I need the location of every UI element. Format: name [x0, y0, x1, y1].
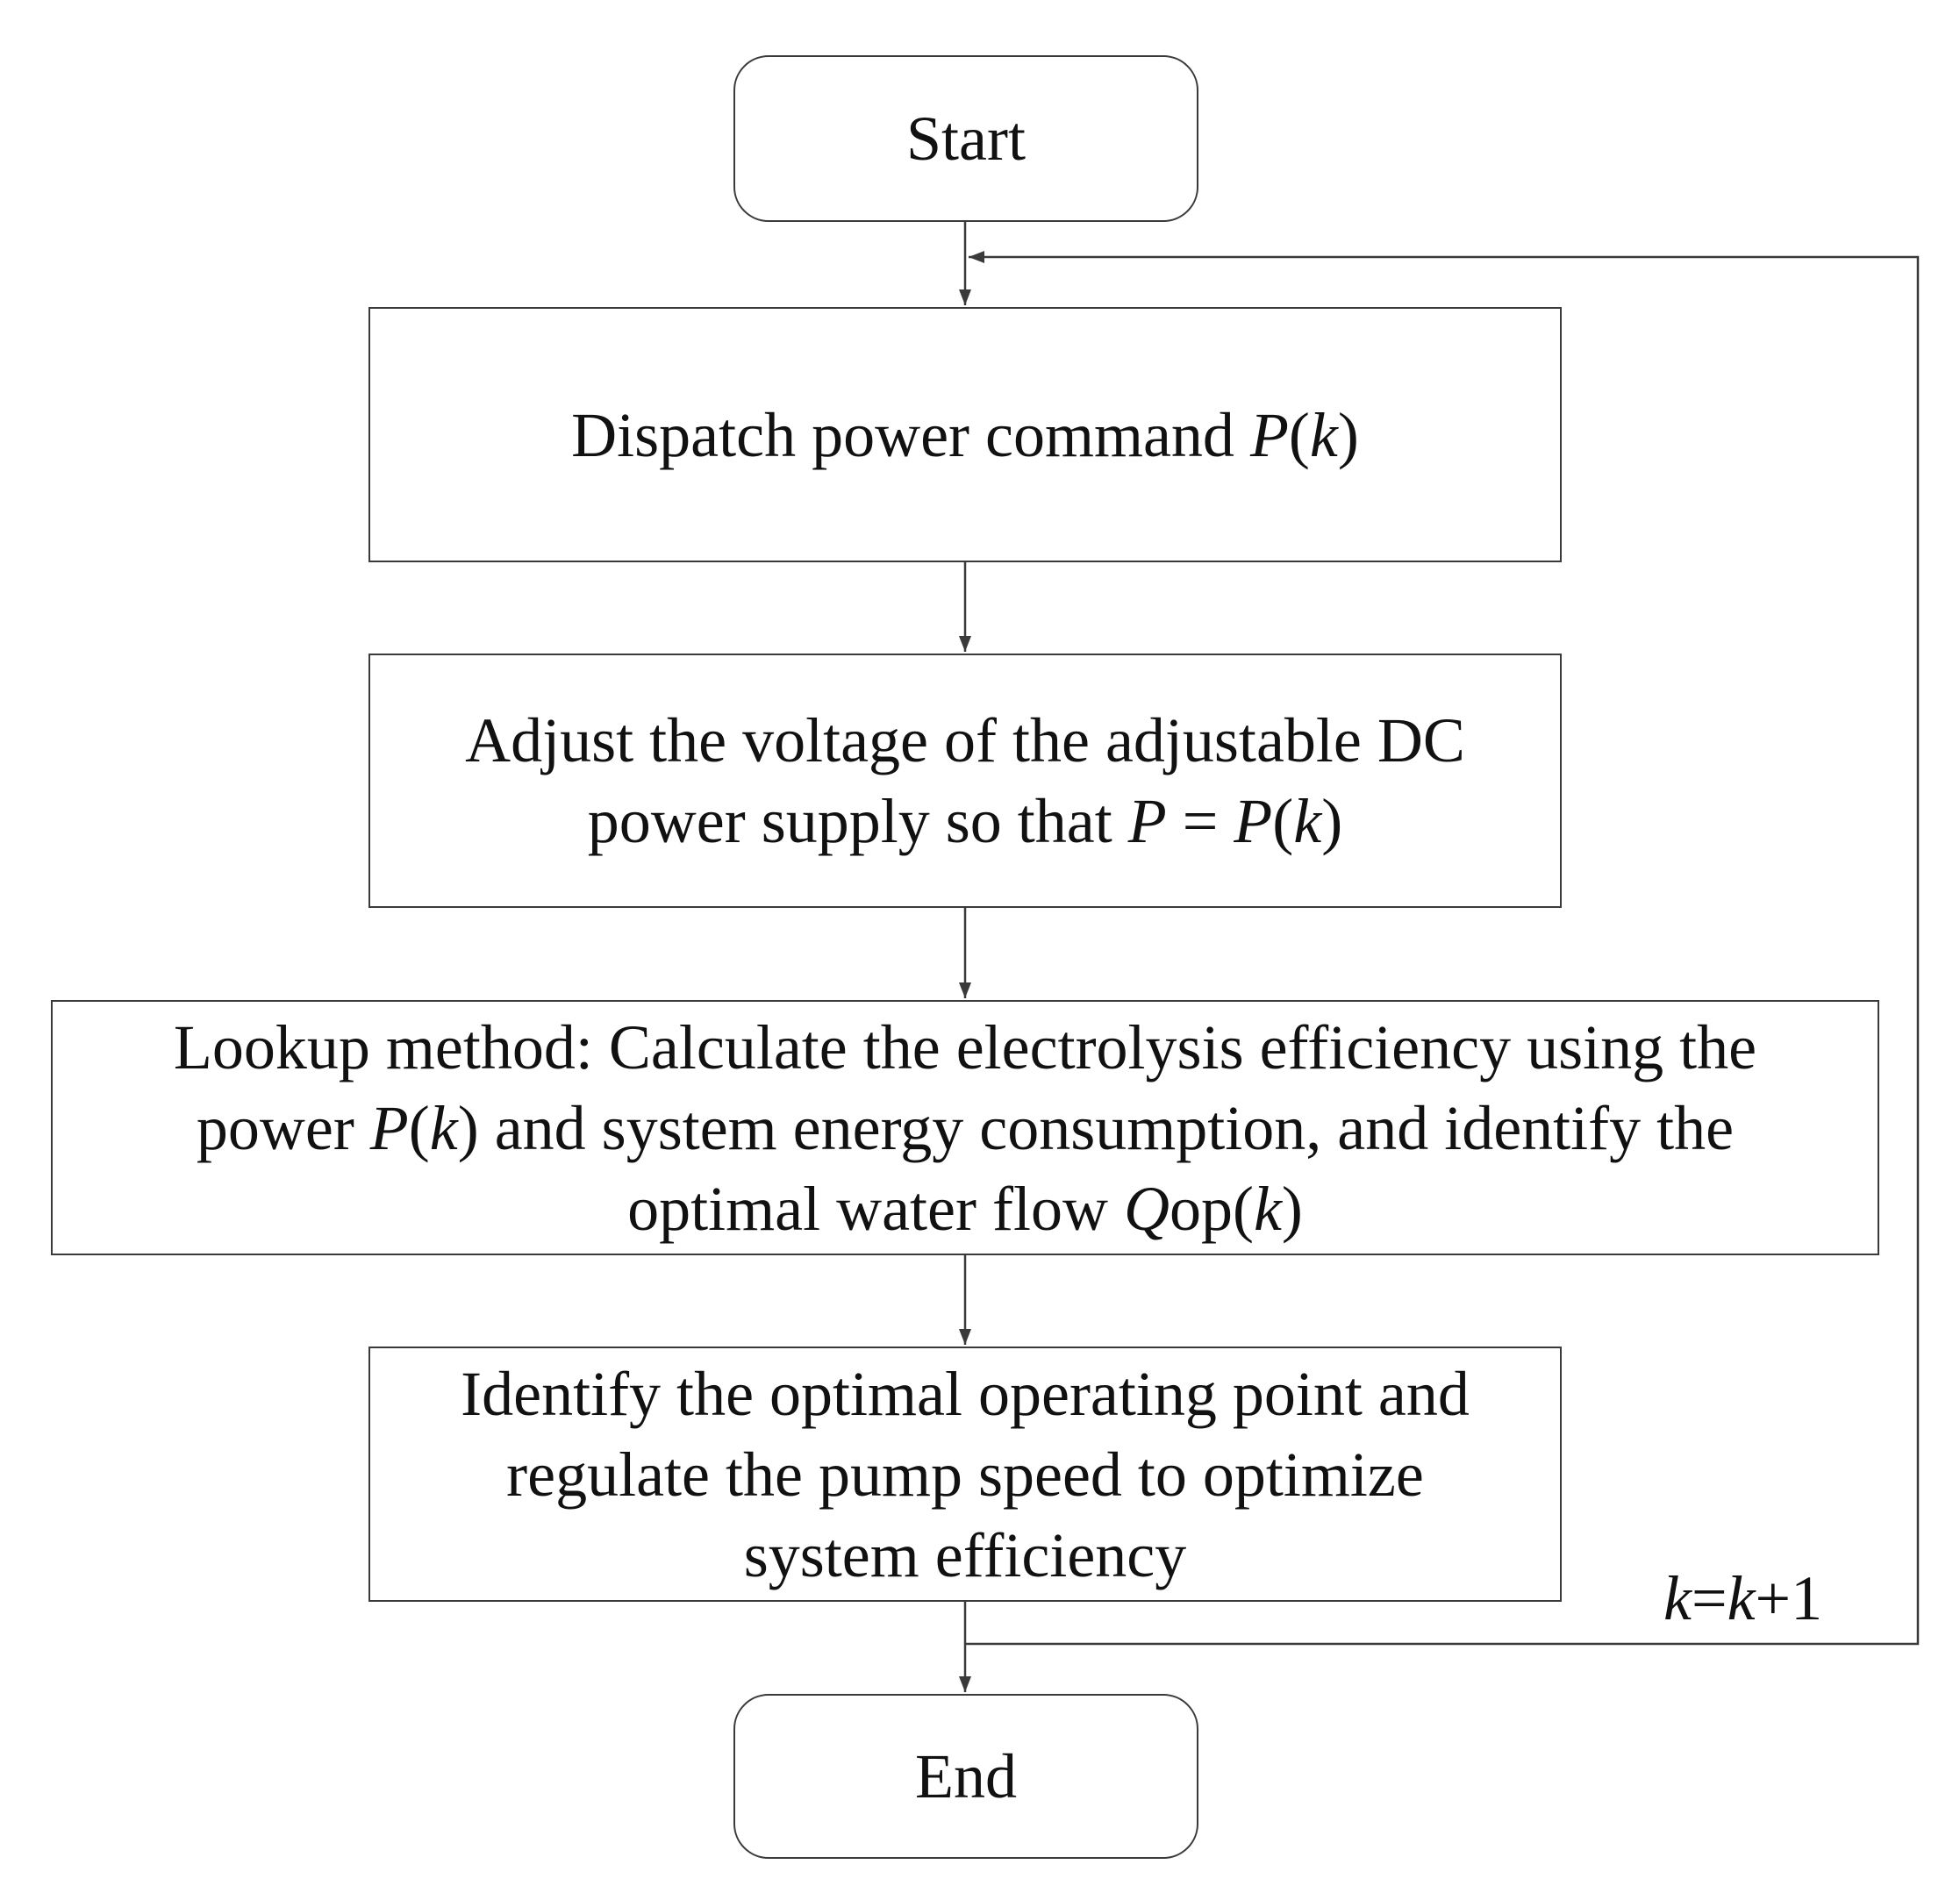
step-text-line: regulate the pump speed to optimize — [461, 1434, 1470, 1515]
step-text-line: Adjust the voltage of the adjustable DC — [465, 700, 1465, 781]
step-text-line: Dispatch power command P(k) — [571, 395, 1359, 475]
text-segment: Identify the optimal operating point and — [461, 1358, 1470, 1429]
math-variable: k — [1253, 1173, 1282, 1244]
text-segment: Lookup method: Calculate the electrolysi… — [173, 1011, 1757, 1082]
end-node: End — [733, 1694, 1198, 1859]
step-text: Identify the optimal operating point and… — [461, 1354, 1470, 1596]
step-text: Lookup method: Calculate the electrolysi… — [174, 1007, 1756, 1249]
text-segment: optimal water flow — [627, 1173, 1124, 1244]
start-node: Start — [733, 55, 1198, 222]
math-variable: P — [1249, 399, 1289, 470]
math-variable: k — [1663, 1563, 1692, 1633]
text-segment: ) — [1321, 786, 1343, 856]
math-variable: k — [429, 1092, 458, 1163]
text-segment: power — [196, 1092, 370, 1163]
step-text-line: power P(k) and system energy consumption… — [174, 1088, 1756, 1168]
math-variable: P — [369, 1092, 409, 1163]
math-variable: k — [1309, 399, 1338, 470]
text-segment: ( — [408, 1092, 430, 1163]
lookup-method-step: Lookup method: Calculate the electrolysi… — [51, 1000, 1879, 1255]
text-segment: ( — [1272, 786, 1294, 856]
text-segment: ) — [1281, 1173, 1303, 1244]
text-segment: +1 — [1755, 1563, 1823, 1633]
text-segment: = — [1691, 1563, 1728, 1633]
end-label: End — [915, 1741, 1017, 1811]
text-segment: ) and system energy consumption, and ide… — [457, 1092, 1735, 1163]
text-segment: Dispatch power command — [571, 399, 1250, 470]
math-variable: Q — [1123, 1173, 1170, 1244]
step-text-line: optimal water flow Qop(k) — [174, 1168, 1756, 1249]
loop-increment-label: k=k+1 — [1663, 1558, 1822, 1639]
text-segment: system efficiency — [743, 1519, 1187, 1590]
text-segment: op( — [1169, 1173, 1254, 1244]
text-segment: = — [1166, 786, 1234, 856]
text-segment: Adjust the voltage of the adjustable DC — [465, 705, 1465, 775]
text-segment: ) — [1337, 399, 1359, 470]
dispatch-power-step: Dispatch power command P(k) — [368, 307, 1562, 562]
step-text-line: Identify the optimal operating point and — [461, 1354, 1470, 1434]
text-segment: regulate the pump speed to optimize — [506, 1439, 1424, 1510]
math-variable: P — [1234, 786, 1273, 856]
math-variable: k — [1727, 1563, 1756, 1633]
step-text-line: system efficiency — [461, 1515, 1470, 1596]
loop-back-connector — [965, 251, 1920, 1646]
math-variable: P — [1127, 786, 1167, 856]
step-text-line: power supply so that P = P(k) — [465, 781, 1465, 861]
math-variable: k — [1293, 786, 1322, 856]
step-text-line: Lookup method: Calculate the electrolysi… — [174, 1007, 1756, 1088]
text-segment: ( — [1288, 399, 1310, 470]
step-text: Dispatch power command P(k) — [571, 395, 1359, 475]
text-segment: power supply so that — [587, 786, 1128, 856]
start-label: Start — [906, 104, 1026, 174]
identify-operating-point-step: Identify the optimal operating point and… — [368, 1347, 1562, 1602]
